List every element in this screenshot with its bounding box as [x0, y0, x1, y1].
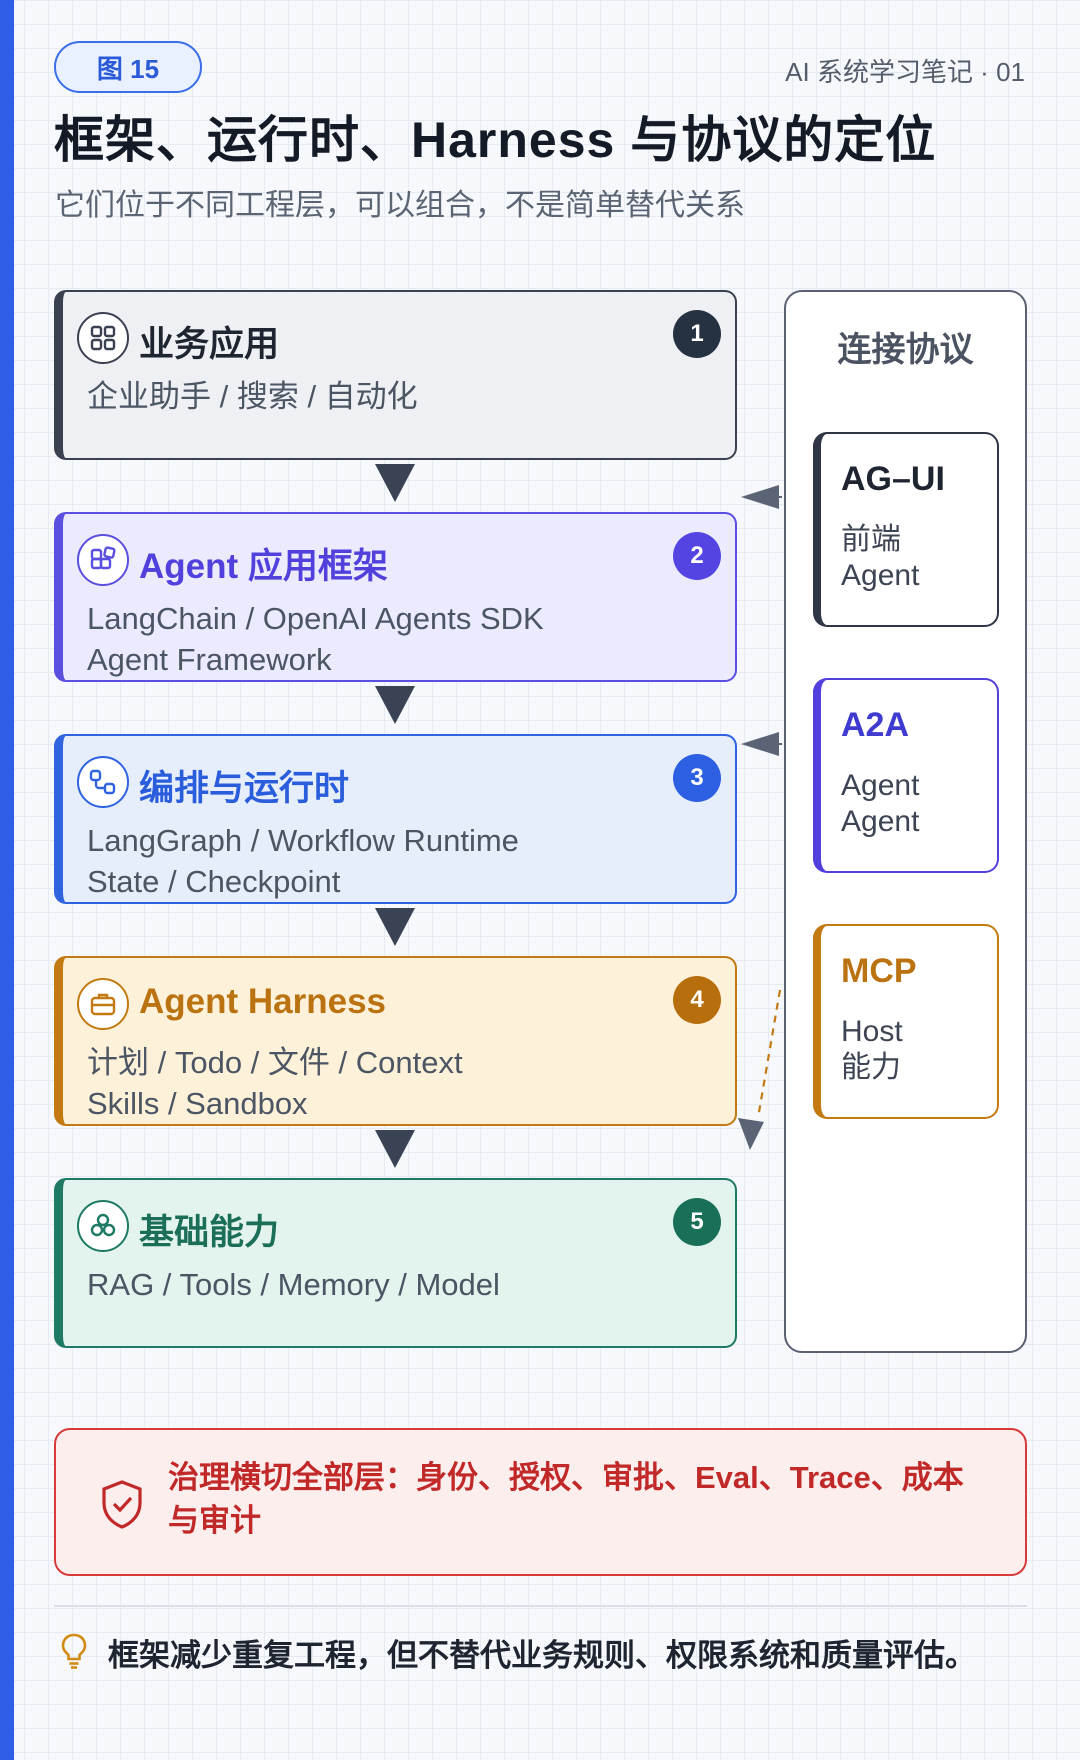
- protocol-desc-line: Agent: [841, 769, 920, 802]
- protocol-card-a2a: A2A Agent Agent: [813, 678, 999, 873]
- layer-orchestration-runtime: 编排与运行时 3 LangGraph / Workflow Runtime St…: [54, 734, 737, 904]
- layer-number-badge: 3: [673, 754, 721, 802]
- layer-title: 基础能力: [139, 1213, 280, 1252]
- layer-number-badge: 4: [673, 976, 721, 1024]
- series-label: AI 系统学习笔记 · 01: [785, 57, 1025, 87]
- layer-number-badge: 1: [673, 310, 721, 358]
- protocol-description: Host 能力: [841, 1014, 903, 1086]
- layer-description: 企业助手 / 搜索 / 自动化: [87, 376, 418, 417]
- protocol-name: AG–UI: [841, 460, 945, 498]
- divider: [54, 1605, 1027, 1607]
- cluster-icon: [77, 1200, 129, 1252]
- governance-banner: 治理横切全部层：身份、授权、审批、Eval、Trace、成本与审计: [54, 1428, 1027, 1576]
- governance-text: 治理横切全部层：身份、授权、审批、Eval、Trace、成本与审计: [168, 1460, 964, 1538]
- layer-foundation-capabilities: 基础能力 5 RAG / Tools / Memory / Model: [54, 1178, 737, 1348]
- down-arrow-icon: [375, 1130, 415, 1168]
- page-subtitle: 它们位于不同工程层，可以组合，不是简单替代关系: [55, 189, 745, 222]
- lightbulb-icon: [61, 1633, 87, 1669]
- shield-icon: [102, 1480, 142, 1529]
- protocol-name: A2A: [841, 706, 910, 744]
- protocol-panel: 连接协议 AG–UI 前端 Agent A2A Agent Agent MCP …: [784, 290, 1027, 1353]
- layer-number-badge: 2: [673, 532, 721, 580]
- protocol-desc-line: Agent: [841, 805, 920, 838]
- layer-desc-line: Agent Framework: [87, 642, 332, 677]
- down-arrow-icon: [375, 464, 415, 502]
- page-title: 框架、运行时、Harness 与协议的定位: [54, 112, 937, 168]
- layer-desc-line: RAG / Tools / Memory / Model: [87, 1267, 500, 1302]
- layer-desc-line: State / Checkpoint: [87, 864, 341, 899]
- down-arrow-icon: [375, 686, 415, 724]
- layer-number-badge: 5: [673, 1198, 721, 1246]
- figure-badge: 图 15: [54, 41, 202, 93]
- layer-desc-line: 企业助手 / 搜索 / 自动化: [87, 379, 418, 414]
- layer-title: Agent Harness: [139, 982, 387, 1021]
- workflow-icon: [77, 756, 129, 808]
- connector-mcp: [738, 989, 782, 1150]
- protocol-description: Agent Agent: [841, 768, 919, 840]
- down-arrow-icon: [375, 908, 415, 946]
- protocol-card-mcp: MCP Host 能力: [813, 924, 999, 1119]
- connector-agui: [741, 485, 782, 509]
- protocol-desc-line: 能力: [841, 1051, 901, 1084]
- connector-a2a: [741, 732, 782, 756]
- protocol-panel-title: 连接协议: [837, 331, 974, 369]
- layer-business-app: 业务应用 1 企业助手 / 搜索 / 自动化: [54, 290, 737, 460]
- layer-agent-harness: Agent Harness 4 计划 / Todo / 文件 / Context…: [54, 956, 737, 1126]
- protocol-desc-line: Host: [841, 1015, 903, 1048]
- briefcase-icon: [77, 978, 129, 1030]
- layer-title: 业务应用: [139, 325, 280, 364]
- layer-title: 编排与运行时: [139, 769, 350, 808]
- protocol-name: MCP: [841, 952, 917, 990]
- layer-description: LangChain / OpenAI Agents SDK Agent Fram…: [87, 598, 544, 680]
- protocol-card-agui: AG–UI 前端 Agent: [813, 432, 999, 627]
- grid-icon: [77, 312, 129, 364]
- protocol-desc-line: 前端: [841, 523, 901, 556]
- layer-desc-line: LangGraph / Workflow Runtime: [87, 823, 519, 858]
- layer-desc-line: LangChain / OpenAI Agents SDK: [87, 601, 544, 636]
- layer-desc-line: 计划 / Todo / 文件 / Context: [87, 1045, 463, 1080]
- left-accent-strip: [0, 0, 14, 1760]
- protocol-description: 前端 Agent: [841, 522, 919, 594]
- footer-note: 框架减少重复工程，但不替代业务规则、权限系统和质量评估。: [108, 1638, 976, 1673]
- layer-desc-line: Skills / Sandbox: [87, 1086, 308, 1121]
- layer-description: RAG / Tools / Memory / Model: [87, 1264, 500, 1305]
- layer-description: LangGraph / Workflow Runtime State / Che…: [87, 820, 519, 902]
- blocks-icon: [77, 534, 129, 586]
- layer-description: 计划 / Todo / 文件 / Context Skills / Sandbo…: [87, 1042, 463, 1124]
- layer-title: Agent 应用框架: [139, 547, 388, 586]
- layer-agent-framework: Agent 应用框架 2 LangChain / OpenAI Agents S…: [54, 512, 737, 682]
- protocol-desc-line: Agent: [841, 559, 920, 592]
